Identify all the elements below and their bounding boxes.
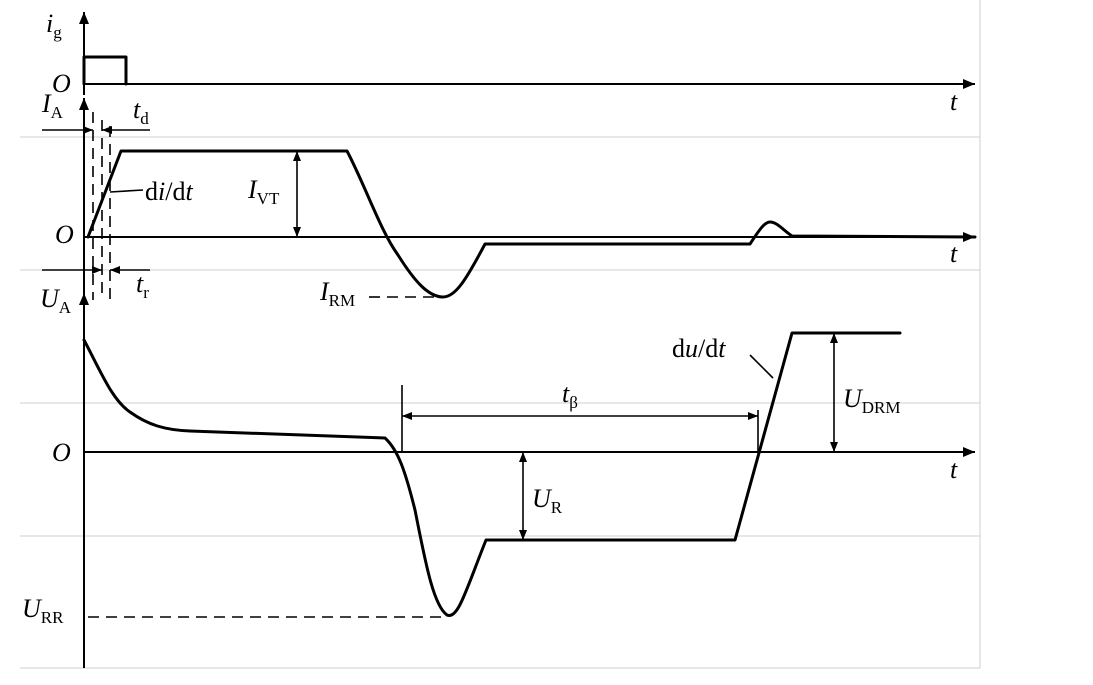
ia-origin-label: O	[55, 220, 74, 249]
ua-origin-label: O	[52, 438, 71, 467]
anode-voltage-waveform	[82, 331, 902, 617]
ia-label: IA	[41, 89, 64, 122]
ia-time-label: t	[950, 239, 958, 268]
ivt-label: IVT	[247, 175, 280, 208]
ur-label: UR	[532, 484, 563, 517]
ua-label: UA	[40, 284, 72, 317]
background-grid	[20, 0, 981, 669]
dudt-label: du/dt	[672, 334, 726, 363]
dudt-leader	[749, 354, 774, 379]
ig-time-label: t	[950, 87, 958, 116]
didt-label: di/dt	[145, 177, 193, 206]
ig-origin-label: O	[52, 69, 71, 98]
tbeta-label: tβ	[562, 379, 578, 412]
gate-pulse	[82, 55, 128, 86]
tr-label: tr	[136, 269, 149, 302]
td-label: td	[133, 95, 149, 128]
anode-current-waveform	[86, 149, 977, 299]
urr-label: URR	[22, 594, 64, 627]
udrm-label: UDRM	[843, 384, 901, 417]
gate-current-panel: ig O t	[46, 9, 975, 116]
ig-label: ig	[46, 9, 62, 42]
anode-current-panel: IA td di/dt IVT O t tr IRM	[41, 89, 977, 310]
ua-time-label: t	[950, 455, 958, 484]
irm-label: IRM	[319, 277, 355, 310]
didt-leader	[109, 189, 144, 193]
anode-voltage-panel: UA du/dt tβ UDRM O t UR URR	[22, 284, 975, 668]
